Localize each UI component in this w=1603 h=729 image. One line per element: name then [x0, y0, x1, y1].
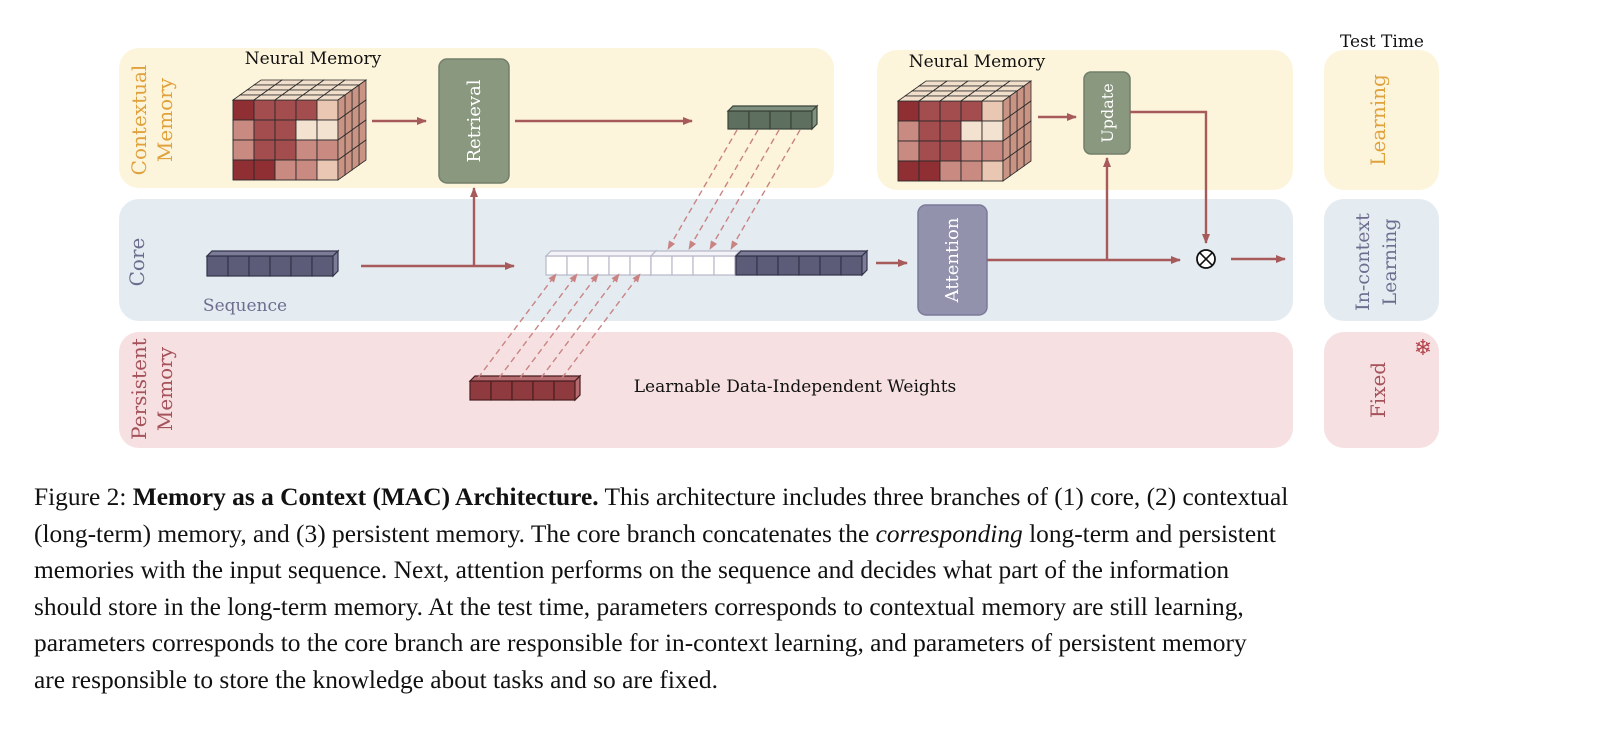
dashed-connectors	[477, 129, 801, 379]
neural-memory-right-label: Neural Memory	[909, 52, 1046, 72]
retrieved-memory-tokens	[726, 104, 819, 131]
caption-line-1-rest: This architecture includes three branche…	[598, 483, 1289, 511]
caption-line-2-b: long-term and persistent	[1022, 519, 1276, 548]
caption-line-2: (long-term) memory, and (3) persistent m…	[34, 516, 1572, 553]
core-label: Core	[125, 238, 149, 287]
snowflake-icon: ❄	[1414, 336, 1432, 361]
in-context-label-line1: In-context	[1352, 213, 1374, 311]
dashed-persistent-link	[561, 273, 641, 379]
retrieval-box[interactable]	[438, 58, 510, 184]
test-time-header: Test Time	[1340, 32, 1424, 52]
contextual-label-line1: Contextual	[127, 65, 151, 176]
in-context-label-line2: Learning	[1379, 219, 1401, 306]
dashed-memory-link	[709, 129, 780, 250]
caption-line-2-a: (long-term) memory, and (3) persistent m…	[34, 519, 876, 548]
learning-panel	[1324, 50, 1439, 190]
retrieval-label: Retrieval	[464, 79, 485, 162]
sequence-label: Sequence	[203, 296, 287, 316]
concat-persistent-slots	[544, 249, 658, 277]
caption-line-3: memories with the input sequence. Next, …	[34, 556, 1230, 585]
dashed-persistent-link	[477, 273, 557, 379]
fixed-label: Fixed	[1366, 362, 1390, 418]
weights-label: Learnable Data-Independent Weights	[634, 377, 957, 397]
caption-line-4: should store in the long-term memory. At…	[34, 592, 1244, 621]
dashed-memory-link	[667, 129, 738, 250]
neural-memory-left-label: Neural Memory	[245, 49, 382, 69]
dashed-persistent-link	[519, 273, 599, 379]
caption-line-2-italic: corresponding	[875, 519, 1023, 548]
caption-line-6: are responsible to store the knowledge a…	[34, 665, 718, 694]
mac-architecture-diagram: Test Time Contextual Memory Core Persist…	[119, 32, 1439, 448]
persistent-label-line2: Memory	[153, 346, 177, 431]
figure-caption: Figure 2: Memory as a Context (MAC) Arch…	[34, 479, 1572, 699]
persistent-label-line1: Persistent	[127, 338, 151, 440]
dashed-persistent-link	[498, 273, 578, 379]
combine-operator-icon	[1196, 249, 1216, 269]
dashed-memory-link	[730, 129, 801, 250]
caption-title: Memory as a Context (MAC) Architecture.	[132, 483, 599, 511]
arrow-update-to-combine	[1130, 110, 1210, 244]
sequence-tokens	[205, 249, 340, 278]
neural-memory-cube-right	[896, 80, 1033, 182]
dashed-persistent-link	[540, 273, 620, 379]
caption-line-1: Figure 2: Memory as a Context (MAC) Arch…	[34, 479, 1572, 516]
concat-memory-slots	[649, 249, 742, 277]
flow-arrows	[361, 110, 1286, 270]
caption-line-5: parameters corresponds to the core branc…	[34, 629, 1247, 658]
dashed-memory-link	[688, 129, 759, 250]
caption-figure-number: Figure 2:	[34, 483, 133, 511]
fixed-panel	[1324, 332, 1439, 448]
persistent-weight-tokens	[468, 374, 582, 402]
update-label: Update	[1098, 83, 1117, 142]
in-context-learning-panel	[1324, 199, 1439, 321]
persistent-memory-lane	[119, 332, 1293, 448]
neural-memory-cube-left	[231, 79, 368, 181]
concat-sequence-tokens	[734, 249, 869, 277]
contextual-label-line2: Memory	[153, 77, 177, 162]
learning-label: Learning	[1366, 74, 1390, 166]
attention-label: Attention	[942, 217, 963, 303]
